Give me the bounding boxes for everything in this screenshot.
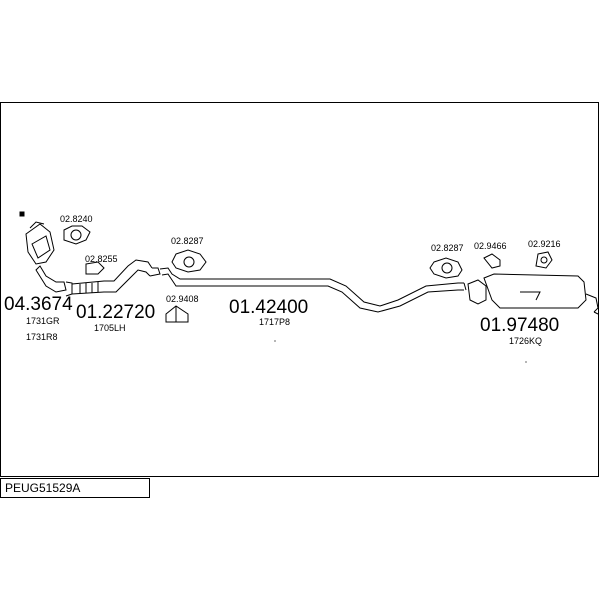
part-ref-1717p8: 1717P8 — [259, 317, 290, 327]
diagram-frame — [0, 102, 599, 477]
fitting-02-8255 — [85, 261, 105, 275]
part-number-rear-silencer: 01.97480 — [480, 315, 559, 336]
part-ref-1726kq: 1726KQ — [509, 336, 542, 346]
part-ref-1731gr: 1731GR — [26, 316, 60, 326]
front-pipe — [65, 259, 161, 297]
fitting-label-02-9216: 02.9216 — [528, 239, 561, 249]
fitting-label-02-9408: 02.9408 — [166, 294, 199, 304]
marker-square — [19, 211, 25, 217]
fitting-02-9466 — [483, 253, 501, 269]
fitting-02-8287-front — [171, 249, 207, 273]
fitting-02-8287-rear — [429, 257, 463, 279]
rear-silencer — [467, 273, 599, 315]
fitting-label-02-9466: 02.9466 — [474, 241, 507, 251]
dot-mark — [525, 361, 527, 363]
part-number-centre-pipe: 01.42400 — [229, 297, 308, 318]
dot-mark — [274, 340, 276, 342]
catalytic-converter — [25, 221, 67, 293]
diagram-code: PEUG51529A — [5, 481, 81, 495]
part-ref-1705lh: 1705LH — [94, 323, 126, 333]
diagram-code-box: PEUG51529A — [0, 478, 150, 498]
part-ref-1731r8: 1731R8 — [26, 332, 58, 342]
part-number-front-pipe: 01.22720 — [76, 302, 155, 323]
fitting-02-9216 — [535, 251, 553, 269]
fitting-label-02-8287-front: 02.8287 — [171, 236, 204, 246]
fitting-02-9408 — [165, 305, 189, 323]
part-number-catalyst: 04.3674 — [4, 294, 73, 315]
centre-pipe — [159, 267, 467, 313]
fitting-label-02-8287-rear: 02.8287 — [431, 243, 464, 253]
fitting-label-02-8255: 02.8255 — [85, 254, 118, 264]
fitting-label-02-8240: 02.8240 — [60, 214, 93, 224]
fitting-02-8240 — [63, 225, 91, 245]
